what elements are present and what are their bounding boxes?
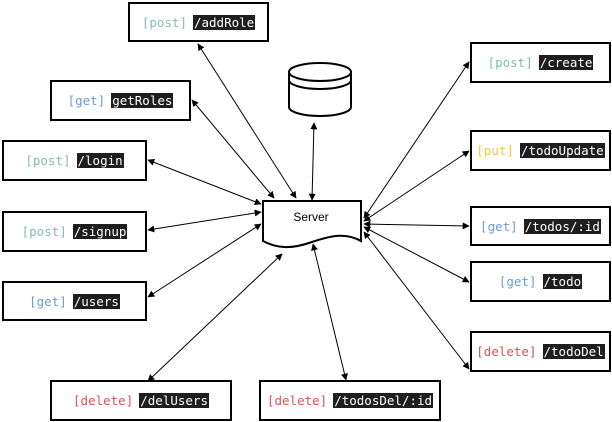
method-label: [get] — [480, 218, 518, 234]
edge-addRole — [197, 43, 297, 199]
endpoint-users: [get] /users — [2, 281, 147, 321]
edge-login — [147, 159, 262, 205]
path-label: getRoles — [111, 93, 174, 108]
endpoint-getRoles: [get] getRoles — [50, 80, 191, 121]
method-label: [delete] — [73, 393, 134, 408]
path-label: /todos/:id — [523, 218, 601, 234]
path-label: /signup — [72, 224, 128, 239]
method-label: [post] — [141, 14, 187, 30]
method-label: [post] — [21, 224, 67, 239]
edge-getRoles — [191, 99, 275, 199]
path-label: /todoUpdate — [519, 143, 605, 158]
method-label: [delete] — [476, 344, 537, 359]
edge-users — [147, 223, 262, 298]
endpoint-todosId: [get] /todos/:id — [470, 206, 611, 246]
edge-database — [308, 122, 318, 201]
method-label: [get] — [29, 293, 67, 309]
method-label: [post] — [487, 55, 533, 70]
database-icon — [288, 62, 352, 117]
edge-todoDel — [363, 231, 470, 370]
edge-todo — [363, 226, 470, 283]
endpoint-todoDel: [delete] /todoDel — [470, 331, 611, 372]
path-label: /delUsers — [139, 393, 209, 408]
endpoint-addRole: [post] /addRole — [128, 2, 269, 42]
path-label: /todosDel/:id — [333, 393, 434, 408]
path-label: /todoDel — [542, 344, 605, 359]
path-label: /todo — [542, 274, 583, 289]
endpoint-delUsers: [delete] /delUsers — [50, 380, 232, 421]
endpoint-create: [post] /create — [470, 42, 611, 83]
method-label: [get] — [67, 93, 106, 108]
edge-create — [363, 61, 470, 219]
path-label: /addRole — [192, 14, 256, 30]
path-label: /create — [538, 55, 594, 70]
edge-todoUpdate — [363, 150, 470, 222]
path-label: /login — [76, 153, 124, 168]
method-label: [put] — [476, 143, 514, 158]
edge-todosId — [363, 220, 470, 230]
endpoint-signup: [post] /signup — [2, 211, 147, 252]
edge-todosDel — [311, 243, 348, 381]
server-node — [262, 200, 362, 249]
server-label: Server — [293, 210, 329, 224]
path-label: /users — [72, 293, 120, 309]
method-label: [delete] — [266, 393, 328, 408]
endpoint-login: [post] /login — [2, 140, 147, 181]
endpoint-todoUpdate: [put] /todoUpdate — [470, 130, 611, 171]
edge-signup — [147, 209, 262, 233]
method-label: [post] — [25, 153, 71, 168]
edge-delUsers — [147, 253, 283, 382]
endpoint-todo: [get] /todo — [470, 261, 611, 302]
method-label: [get] — [498, 274, 537, 289]
endpoint-todosDel: [delete] /todosDel/:id — [259, 380, 441, 421]
